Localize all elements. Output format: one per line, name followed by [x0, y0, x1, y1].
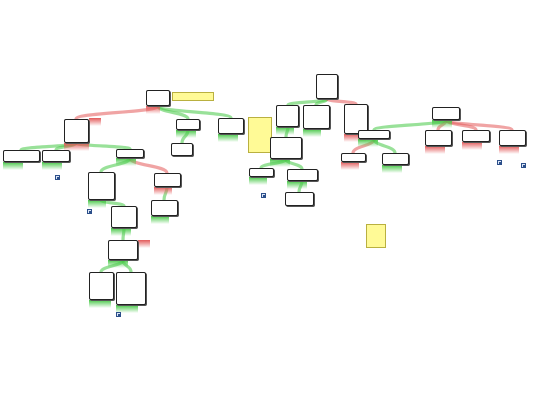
support-connector [156, 104, 233, 120]
claim-box[interactable] [270, 137, 302, 159]
document-icon[interactable] [497, 160, 502, 165]
objection-tab [499, 146, 519, 154]
claim-box[interactable] [432, 107, 460, 120]
support-tab [303, 129, 321, 137]
claim-box[interactable] [111, 206, 137, 228]
claim-box[interactable] [64, 119, 89, 143]
support-tab [116, 158, 136, 166]
support-tab [151, 216, 169, 224]
document-icon[interactable] [261, 193, 266, 198]
document-icon[interactable] [55, 175, 60, 180]
support-tab [249, 177, 267, 185]
claim-box[interactable] [42, 150, 70, 162]
claim-box[interactable] [218, 118, 244, 134]
objection-tab [89, 118, 101, 126]
support-tab [432, 120, 452, 128]
note-box[interactable] [172, 92, 214, 101]
objection-tab [462, 142, 482, 150]
objection-tab [425, 146, 445, 154]
claim-box[interactable] [462, 130, 490, 142]
document-icon[interactable] [87, 209, 92, 214]
support-tab [108, 260, 128, 268]
support-tab [116, 305, 138, 313]
claim-box[interactable] [303, 105, 330, 129]
support-tab [88, 200, 106, 208]
claim-box[interactable] [425, 130, 452, 146]
objection-tab [154, 187, 172, 195]
objection-tab [64, 143, 89, 151]
claim-box[interactable] [276, 105, 299, 127]
source-caption [42, 182, 64, 200]
claim-box[interactable] [116, 149, 144, 158]
support-tab [3, 162, 23, 170]
support-tab [382, 165, 402, 173]
source-caption [510, 168, 534, 202]
support-tab [176, 130, 196, 138]
objection-tab [344, 134, 366, 142]
source-caption [488, 165, 510, 177]
claim-box[interactable] [382, 153, 409, 165]
support-tab [218, 134, 238, 142]
support-tab [42, 162, 62, 170]
claim-box[interactable] [287, 169, 318, 181]
claim-box[interactable] [116, 272, 146, 305]
claim-box[interactable] [285, 192, 314, 206]
objection-tab [341, 162, 359, 170]
claim-box[interactable] [89, 272, 114, 300]
claim-box[interactable] [176, 119, 200, 130]
objection-tab [138, 240, 150, 248]
claim-box[interactable] [108, 240, 138, 260]
claim-box[interactable] [88, 172, 115, 200]
support-tab [89, 300, 111, 308]
claim-box[interactable] [146, 90, 170, 106]
support-tab [358, 139, 378, 147]
source-caption [108, 318, 130, 332]
support-tab [111, 228, 131, 236]
claim-box[interactable] [341, 153, 366, 162]
support-tab [270, 159, 290, 167]
claim-box[interactable] [344, 104, 368, 134]
claim-box[interactable] [316, 74, 338, 99]
source-caption [79, 214, 107, 234]
note-box[interactable] [366, 224, 386, 248]
claim-box[interactable] [249, 168, 274, 177]
claim-box[interactable] [499, 130, 526, 146]
claim-box[interactable] [171, 143, 193, 156]
claim-box[interactable] [154, 173, 181, 187]
objection-connector [325, 97, 358, 106]
objection-tab [146, 106, 160, 114]
support-tab [276, 127, 294, 135]
source-caption [253, 199, 275, 225]
document-icon[interactable] [521, 163, 526, 168]
document-icon[interactable] [116, 312, 121, 317]
claim-box[interactable] [151, 200, 178, 216]
claim-box[interactable] [358, 130, 390, 139]
note-box[interactable] [248, 117, 272, 153]
claim-box[interactable] [3, 150, 40, 162]
support-tab [287, 181, 307, 189]
